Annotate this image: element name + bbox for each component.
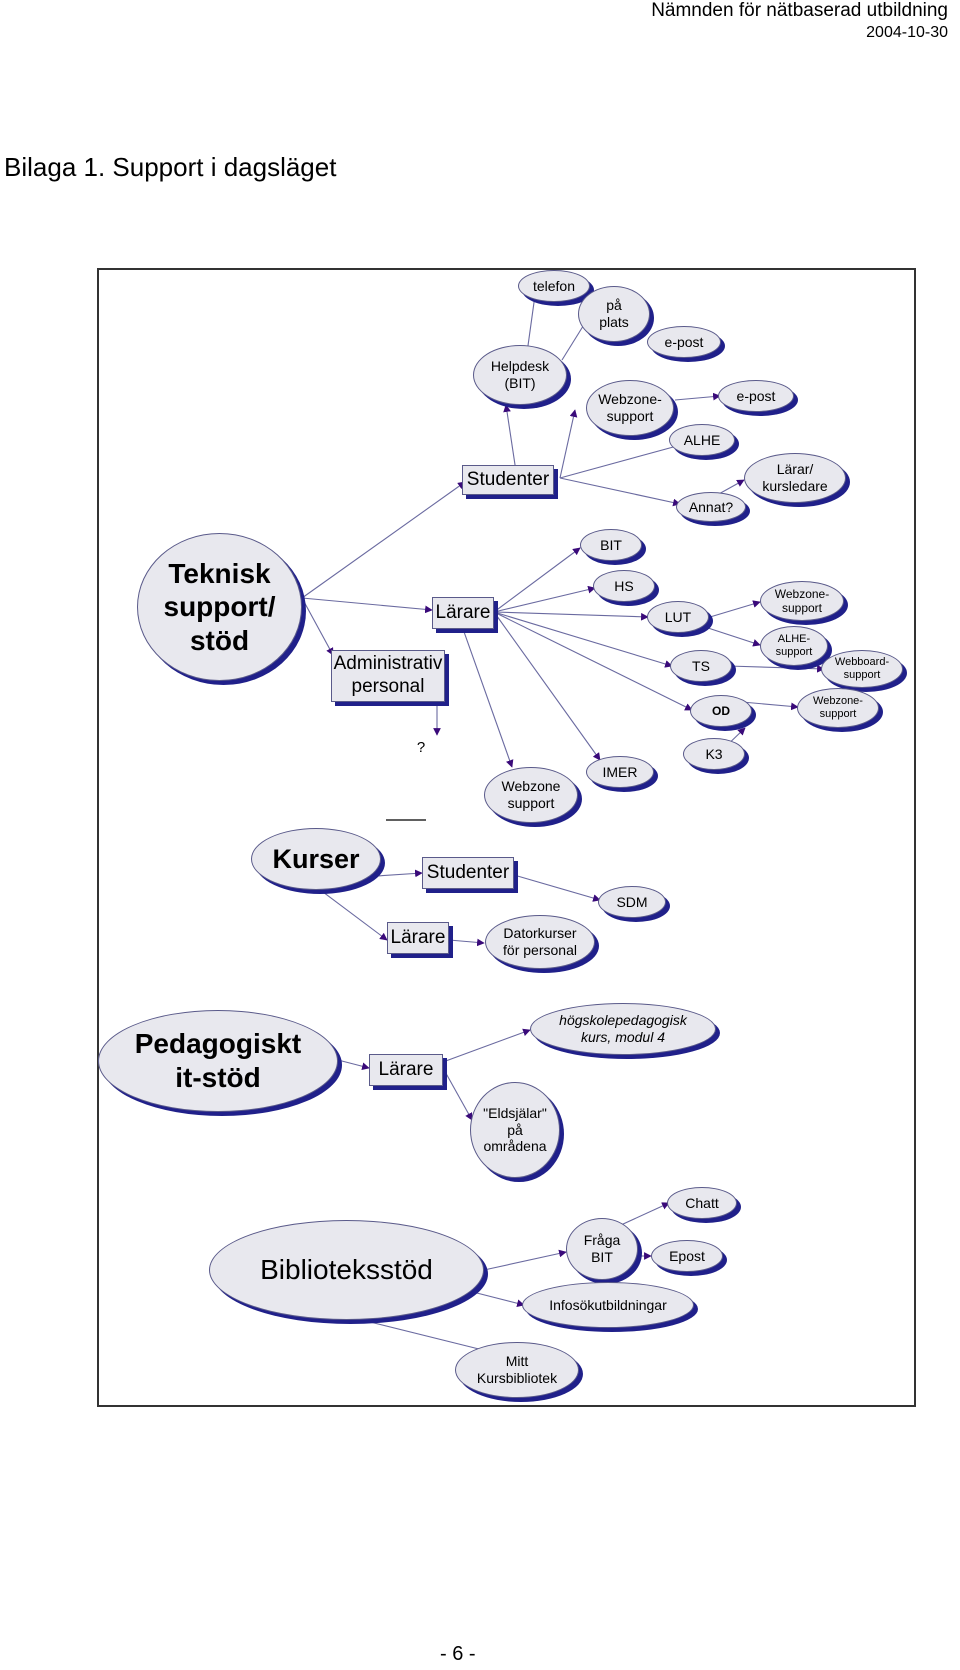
page-number: - 6 -	[440, 1643, 476, 1665]
node-biblioteksstod: Biblioteksstöd	[209, 1220, 484, 1320]
connector-arrow	[493, 611, 673, 668]
node-larare-ped: Lärare	[369, 1054, 443, 1086]
diagram-frame	[97, 268, 916, 1407]
node-alhe: ALHE	[669, 424, 735, 456]
connector-arrow	[493, 585, 596, 613]
node-alhe-support: ALHE- support	[760, 626, 828, 666]
node-datorkurser: Datorkurser för personal	[485, 915, 595, 969]
connector-arrow	[559, 477, 681, 507]
node-teknisk-support: Teknisk support/ stöd	[137, 533, 302, 681]
node-hs: HS	[593, 570, 655, 602]
node-epost-2: e-post	[718, 380, 794, 412]
node-eldsjalar: "Eldsjälar" på områdena	[470, 1082, 560, 1178]
node-larare-kurser: Lärare	[387, 922, 449, 954]
connector-arrow	[741, 701, 799, 711]
node-imer: IMER	[586, 756, 654, 788]
connector-arrow	[699, 600, 761, 621]
connector-arrow	[513, 874, 601, 902]
node-hogskolepedagogisk-kurs: högskolepedagogisk kurs, modul 4	[530, 1003, 716, 1055]
node-lut: LUT	[647, 601, 709, 633]
connector-arrow	[301, 481, 466, 599]
node-webzone-support-1: Webzone- support	[586, 380, 674, 436]
node-webzone-support-3: Webzone- support	[797, 688, 879, 728]
node-k3: K3	[683, 738, 745, 770]
node-question: ?	[416, 739, 426, 756]
connector-arrow	[493, 547, 581, 613]
connector-arrow	[559, 409, 578, 479]
connector-arrow	[301, 597, 433, 614]
connector-arrow	[559, 441, 689, 479]
connector-arrow	[493, 611, 649, 621]
header-org: Nämnden för nätbaserad utbildning	[651, 0, 948, 21]
node-webzone-support-4: Webzone support	[484, 767, 578, 823]
connector-arrow	[462, 628, 514, 768]
connector-arrow	[353, 1317, 496, 1356]
node-webboard-support: Webboard- support	[821, 650, 903, 688]
connector-arrow	[483, 1249, 567, 1271]
connector-arrow	[442, 1028, 531, 1063]
connector-arrow	[704, 626, 761, 647]
connector-arrow	[464, 1289, 525, 1308]
page-title: Bilaga 1. Support i dagsläget	[4, 152, 337, 182]
connector-arrow	[493, 611, 601, 761]
node-ts: TS	[670, 650, 732, 682]
connector-arrow	[727, 664, 825, 673]
node-epost-1: e-post	[647, 326, 721, 358]
node-od: OD	[690, 695, 752, 727]
node-kurser: Kurser	[251, 828, 381, 890]
node-fraga-bit: Fråga BIT	[566, 1218, 638, 1280]
node-infosokutbildningar: Infosökutbildningar	[522, 1282, 694, 1328]
connector-arrow	[314, 885, 388, 941]
node-pa-plats: på plats	[578, 286, 650, 342]
connector-arrow	[448, 938, 485, 947]
connector-arrow	[301, 597, 334, 656]
node-studenter-kurser: Studenter	[422, 857, 514, 889]
node-studenter-top: Studenter	[462, 465, 554, 495]
header-date: 2004-10-30	[866, 24, 948, 41]
node-larar-kursledare: Lärar/ kursledare	[744, 453, 846, 503]
node-webzone-support-2: Webzone- support	[760, 581, 844, 621]
node-larare-teknisk: Lärare	[432, 597, 494, 629]
node-mitt-kursbibliotek: Mitt Kursbibliotek	[455, 1342, 579, 1398]
node-bit: BIT	[580, 529, 642, 561]
node-helpdesk-bit: Helpdesk (BIT)	[473, 345, 567, 405]
connector-arrow	[442, 1067, 473, 1121]
connector-arrow	[493, 611, 693, 711]
node-administrativ-personal: Administrativ personal	[331, 650, 445, 702]
node-telefon: telefon	[518, 270, 590, 302]
node-epost-bib: Epost	[651, 1240, 723, 1272]
node-chatt: Chatt	[667, 1187, 737, 1219]
node-sdm: SDM	[598, 886, 666, 918]
node-annat: Annat?	[676, 492, 746, 522]
connector-arrow	[674, 392, 721, 401]
node-pedagogiskt-it-stod: Pedagogiskt it-stöd	[98, 1010, 338, 1112]
connector-arrow	[337, 1059, 370, 1070]
